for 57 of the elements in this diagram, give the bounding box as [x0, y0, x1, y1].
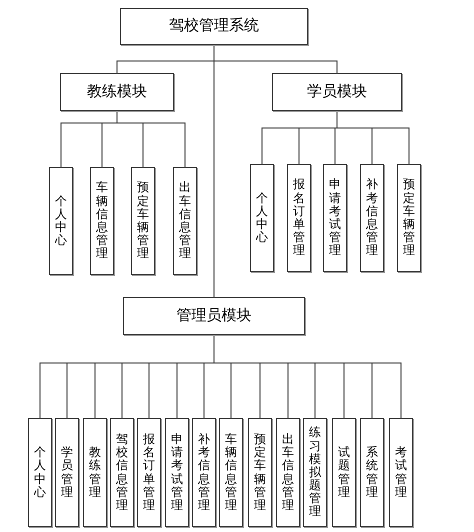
module-label: 学员模块 — [307, 82, 367, 102]
module-box — [272, 73, 402, 111]
function-label: 个人中心 — [256, 192, 268, 244]
function-box — [287, 164, 311, 272]
function-box — [83, 418, 107, 527]
function-label: 申请考试管理 — [171, 432, 183, 512]
function-label: 申请考试管理 — [329, 178, 341, 258]
function-label: 学员管理 — [61, 446, 73, 499]
function-label: 练习模拟题管理 — [309, 426, 321, 519]
module-label: 教练模块 — [87, 82, 147, 102]
function-label: 报名订单管理 — [143, 432, 155, 512]
function-box — [55, 418, 79, 527]
function-box — [276, 418, 300, 527]
module-box — [123, 297, 305, 335]
function-box — [360, 164, 384, 272]
function-label: 预定车辆管理 — [403, 178, 415, 258]
function-box — [173, 167, 197, 275]
function-label: 预定车辆管理 — [254, 432, 266, 512]
function-label: 报名订单管理 — [293, 178, 305, 258]
module-label: 管理员模块 — [176, 306, 252, 326]
function-box — [110, 418, 134, 527]
function-label: 车辆信息管理 — [96, 181, 108, 261]
function-label: 个人中心 — [55, 194, 67, 248]
module-box — [60, 73, 174, 111]
function-box — [49, 167, 73, 275]
module-box — [120, 8, 308, 45]
connector-line — [336, 110, 410, 164]
function-label: 系统管理 — [366, 446, 378, 499]
function-box — [248, 418, 272, 527]
module-label: 驾校管理系统 — [169, 16, 259, 36]
function-label: 驾校信息管理 — [116, 432, 128, 512]
function-label: 试题管理 — [338, 446, 350, 499]
function-box — [389, 418, 413, 527]
function-label: 个人中心 — [34, 446, 46, 499]
function-label: 预定车辆管理 — [137, 181, 149, 261]
function-box — [137, 418, 161, 527]
function-box — [323, 164, 347, 272]
function-label: 考试管理 — [395, 446, 407, 499]
function-box — [131, 167, 155, 275]
function-box — [219, 418, 243, 527]
function-label: 补考信息管理 — [366, 178, 378, 258]
function-label: 补考信息管理 — [198, 432, 210, 512]
function-box — [165, 418, 189, 527]
function-box — [332, 418, 356, 527]
connector-line — [116, 110, 186, 168]
function-box — [303, 418, 327, 527]
function-label: 车辆信息管理 — [225, 432, 237, 512]
function-box — [28, 418, 52, 527]
function-box — [397, 164, 421, 272]
function-label: 出车信息管理 — [179, 181, 191, 261]
connector-line — [214, 334, 402, 418]
function-box — [250, 164, 274, 272]
function-box — [360, 418, 384, 527]
function-box — [90, 167, 114, 275]
function-label: 出车信息管理 — [282, 432, 294, 512]
function-label: 教练管理 — [89, 446, 101, 499]
function-box — [192, 418, 216, 527]
